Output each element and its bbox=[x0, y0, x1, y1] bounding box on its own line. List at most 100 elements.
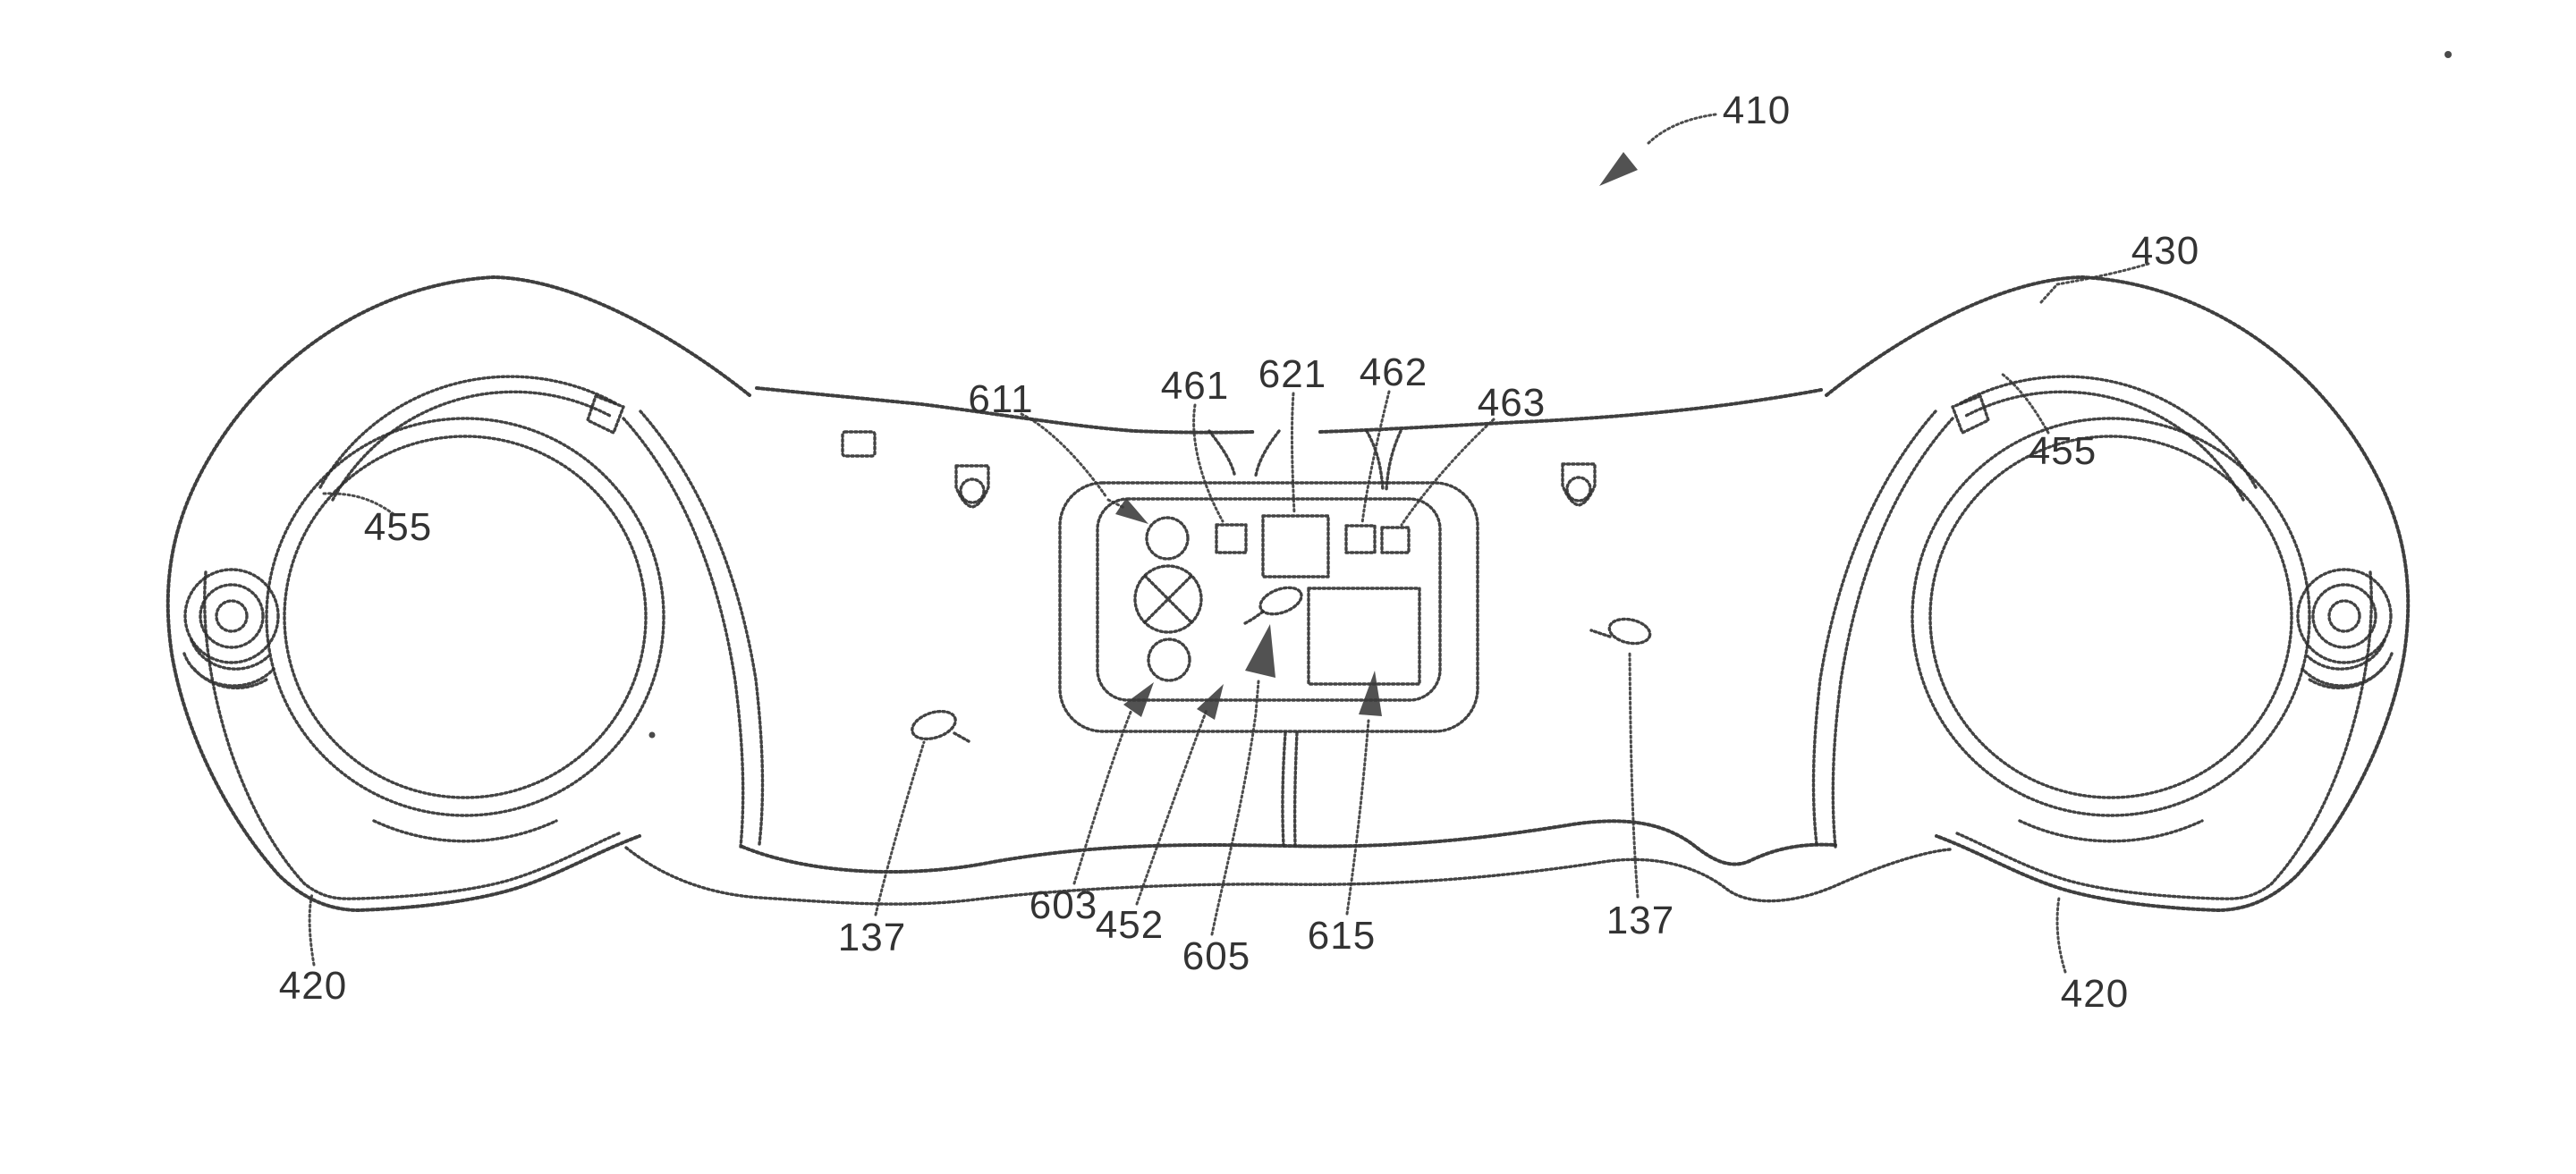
left-strap-inner-line bbox=[639, 410, 765, 846]
ref-label-430: 430 bbox=[2131, 229, 2199, 273]
right-rivet-outer bbox=[2296, 568, 2393, 664]
scan-speck-left bbox=[648, 731, 656, 739]
body-top-edge-right bbox=[1318, 388, 1823, 434]
panel-key-shape-tail bbox=[1243, 610, 1265, 625]
right-key-137 bbox=[1589, 617, 1652, 646]
leader-463 bbox=[1400, 418, 1496, 527]
body-bottom-edge-lower bbox=[624, 846, 1952, 906]
leader-621 bbox=[1290, 392, 1296, 515]
arrowhead-603 bbox=[1123, 682, 1154, 717]
arrowhead-452 bbox=[1197, 684, 1224, 720]
left-rivet-shading bbox=[182, 638, 275, 690]
panel-circle-button-611 bbox=[1145, 516, 1190, 561]
right-jaw-outer-arc bbox=[1957, 375, 2258, 489]
ref-label-455-right: 455 bbox=[2029, 429, 2097, 473]
right-jaw-inner-arc bbox=[1964, 390, 2245, 502]
reference-labels: 410 430 455 455 420 420 137 137 611 461 … bbox=[279, 89, 2199, 1016]
right-ring-inner-circle bbox=[1928, 435, 2293, 799]
arrowhead-410 bbox=[1599, 152, 1638, 186]
ref-label-621: 621 bbox=[1258, 352, 1326, 396]
panel-square-461 bbox=[1215, 523, 1248, 554]
right-rivet-center bbox=[2327, 599, 2361, 633]
left-rivet-middle bbox=[199, 583, 265, 649]
panel-outer-frame bbox=[1058, 481, 1479, 733]
leader-455-right bbox=[2000, 372, 2050, 435]
ref-label-420-right: 420 bbox=[2061, 972, 2129, 1016]
leader-462 bbox=[1360, 390, 1391, 525]
leader-455-left bbox=[322, 492, 395, 516]
ref-label-137-right: 137 bbox=[1606, 899, 1674, 942]
left-jaw-outer-arc bbox=[318, 375, 619, 489]
ref-label-605: 605 bbox=[1182, 934, 1250, 978]
body-small-rectangle bbox=[841, 430, 877, 458]
ref-label-615: 615 bbox=[1308, 914, 1376, 958]
panel-key-shape-605 bbox=[1258, 586, 1303, 616]
right-key-stem bbox=[1589, 629, 1612, 638]
left-cuff bbox=[165, 275, 765, 912]
right-strap-outer-line bbox=[1831, 417, 1954, 849]
panel-square-462 bbox=[1344, 524, 1377, 554]
right-rivet-shading bbox=[2301, 638, 2394, 690]
left-strap-outer-line bbox=[622, 417, 745, 849]
leader-410 bbox=[1647, 113, 1717, 145]
ref-label-463: 463 bbox=[1478, 381, 1546, 425]
leader-420-left bbox=[308, 892, 316, 967]
left-rivet-center bbox=[215, 599, 249, 633]
leader-430 bbox=[2039, 262, 2150, 304]
arrowhead-615 bbox=[1359, 671, 1382, 716]
control-panel bbox=[1058, 481, 1479, 733]
left-cheek-inner-arc bbox=[372, 819, 558, 843]
panel-inner-frame bbox=[1096, 497, 1442, 702]
leader-603 bbox=[1072, 708, 1133, 885]
center-body bbox=[624, 386, 1952, 906]
right-cuff bbox=[1811, 275, 2411, 912]
left-cuff-outer-inner-line bbox=[203, 570, 621, 900]
ref-label-420-left: 420 bbox=[279, 964, 347, 1008]
ref-label-462: 462 bbox=[1360, 351, 1428, 394]
left-shield-emblem bbox=[954, 464, 990, 509]
leader-605 bbox=[1210, 680, 1260, 936]
right-shield-circle bbox=[1565, 476, 1592, 503]
ref-label-611: 611 bbox=[968, 377, 1033, 421]
leader-452 bbox=[1135, 708, 1208, 906]
leader-420-right bbox=[2055, 896, 2067, 974]
left-jaw-joint bbox=[586, 394, 625, 435]
panel-display-615 bbox=[1307, 587, 1421, 686]
right-rivet-middle bbox=[2311, 583, 2377, 649]
left-ring-outer-circle bbox=[265, 417, 665, 817]
left-shield-circle bbox=[959, 477, 986, 504]
left-cuff-outer-outline bbox=[165, 275, 751, 912]
left-jaw-inner-arc bbox=[331, 390, 612, 502]
right-ring-outer-circle bbox=[1911, 417, 2311, 817]
ref-label-137-left: 137 bbox=[838, 916, 906, 959]
right-shield-emblem bbox=[1561, 462, 1597, 507]
body-top-seam-right bbox=[1365, 429, 1402, 492]
left-key-bow bbox=[911, 709, 957, 741]
right-cuff-outer-outline bbox=[1825, 275, 2411, 912]
right-cheek-inner-arc bbox=[2018, 819, 2204, 843]
leader-lines bbox=[308, 113, 2150, 974]
body-bottom-edge-upper bbox=[741, 819, 1837, 874]
leader-615 bbox=[1345, 719, 1370, 916]
ref-label-455-left: 455 bbox=[364, 505, 432, 549]
left-rivet-outer bbox=[183, 568, 280, 664]
panel-arrow-611-head bbox=[1115, 498, 1148, 524]
ref-label-452: 452 bbox=[1096, 903, 1164, 947]
panel-crossed-circle-x bbox=[1143, 574, 1193, 624]
right-key-bow bbox=[1607, 617, 1652, 646]
panel-crossed-circle bbox=[1133, 564, 1203, 634]
body-top-edge-left bbox=[755, 386, 1256, 435]
arrowhead-605 bbox=[1245, 624, 1275, 678]
right-strap-inner-line bbox=[1811, 410, 1937, 846]
ref-label-461: 461 bbox=[1161, 364, 1229, 408]
left-key-stem bbox=[953, 731, 970, 743]
leader-137-right bbox=[1628, 649, 1640, 899]
body-top-seam-left bbox=[1208, 429, 1281, 477]
right-cuff-outer-inner-line bbox=[1955, 570, 2373, 900]
ref-label-603: 603 bbox=[1030, 883, 1097, 927]
body-center-seam bbox=[1281, 731, 1299, 847]
ref-label-410: 410 bbox=[1723, 89, 1791, 132]
scan-speck-top-right bbox=[2445, 51, 2452, 58]
